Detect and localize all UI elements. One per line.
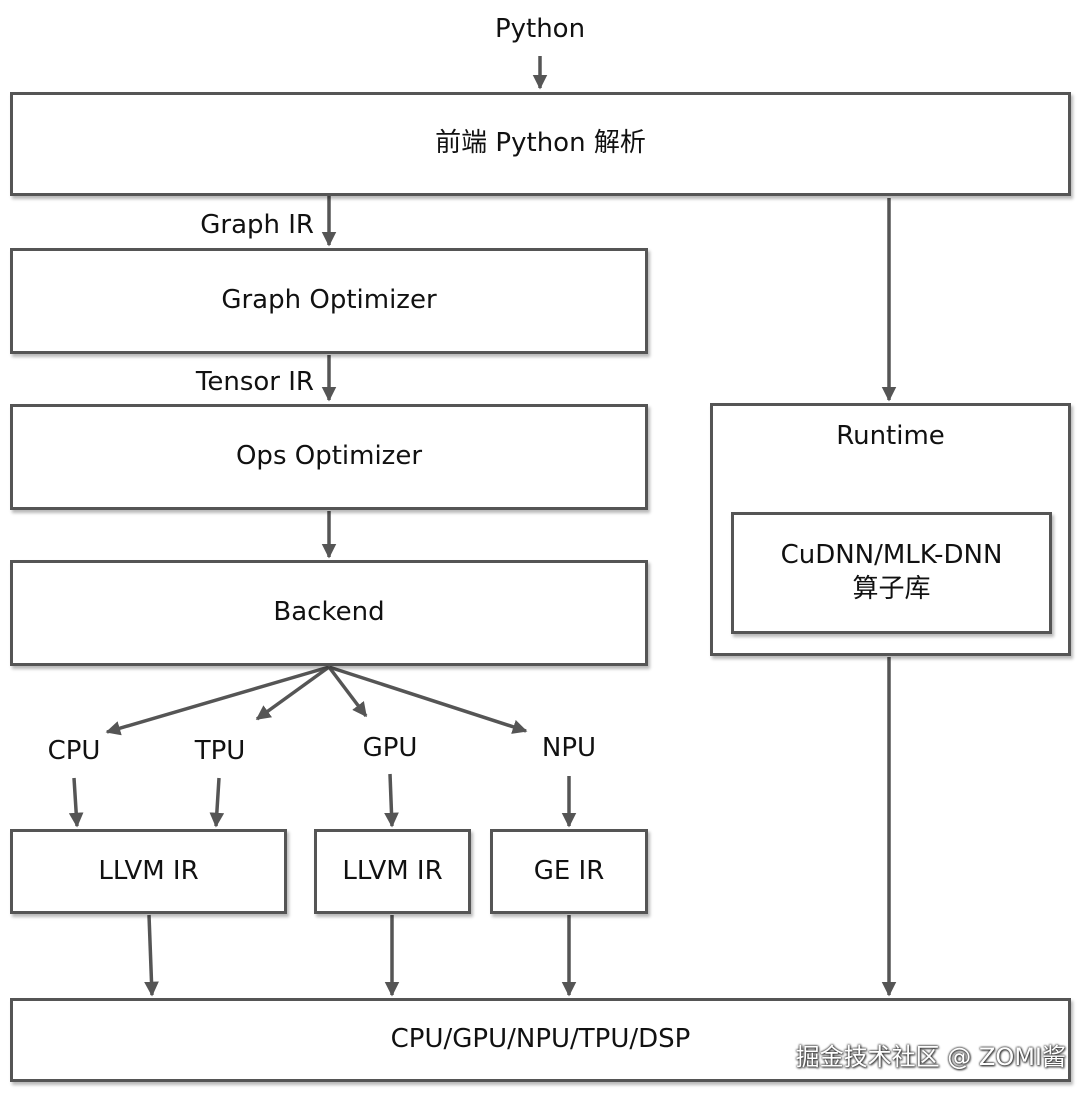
arrow-gpu-to-llvm-ir	[384, 773, 399, 828]
backend-box: Backend	[10, 560, 648, 666]
target-gpu-label: GPU	[362, 733, 418, 763]
arrow-tpu-to-llvm-ir	[209, 777, 225, 828]
runtime-box: Runtime CuDNN/MLK-DNN 算子库	[710, 403, 1071, 656]
llvm-ir-box-cpu-tpu: LLVM IR	[10, 829, 287, 914]
arrow-llvm-ir-1-to-hardware	[144, 914, 159, 997]
arrow-cpu-to-llvm-ir	[68, 777, 84, 828]
operator-library-line2: 算子库	[852, 574, 931, 604]
operator-library-box: CuDNN/MLK-DNN 算子库	[731, 512, 1052, 634]
ge-ir-box: GE IR	[490, 829, 648, 914]
backend-label: Backend	[273, 597, 385, 628]
graph-optimizer-label: Graph Optimizer	[221, 285, 437, 316]
llvm-ir-box-gpu: LLVM IR	[314, 829, 471, 914]
frontend-parser-box: 前端 Python 解析	[10, 92, 1071, 196]
watermark-text: 掘金技术社区 @ ZOMI酱	[795, 1043, 1066, 1071]
arrow-backend-to-gpu	[327, 665, 368, 718]
ops-optimizer-box: Ops Optimizer	[10, 404, 648, 510]
tensor-ir-label: Tensor IR	[195, 367, 314, 397]
graph-ir-label: Graph IR	[200, 210, 314, 240]
target-npu-label: NPU	[541, 733, 597, 763]
hardware-box: CPU/GPU/NPU/TPU/DSP	[10, 998, 1071, 1082]
frontend-parser-label: 前端 Python 解析	[435, 128, 646, 159]
hardware-label: CPU/GPU/NPU/TPU/DSP	[390, 1024, 691, 1055]
target-tpu-label: TPU	[194, 736, 246, 766]
runtime-title: Runtime	[836, 421, 945, 451]
operator-library-label: CuDNN/MLK-DNN 算子库	[734, 515, 1049, 631]
arrow-backend-to-npu	[328, 665, 528, 734]
target-cpu-label: CPU	[47, 736, 101, 766]
ops-optimizer-label: Ops Optimizer	[235, 441, 423, 472]
arrow-backend-to-tpu	[255, 665, 331, 721]
llvm-ir-label-cpu-tpu: LLVM IR	[98, 855, 199, 886]
arrow-backend-to-cpu	[105, 665, 330, 736]
ge-ir-label: GE IR	[533, 855, 605, 886]
operator-library-line1: CuDNN/MLK-DNN	[780, 540, 1003, 571]
llvm-ir-label-gpu: LLVM IR	[342, 855, 443, 886]
graph-optimizer-box: Graph Optimizer	[10, 248, 648, 354]
python-input-label: Python	[494, 14, 586, 44]
